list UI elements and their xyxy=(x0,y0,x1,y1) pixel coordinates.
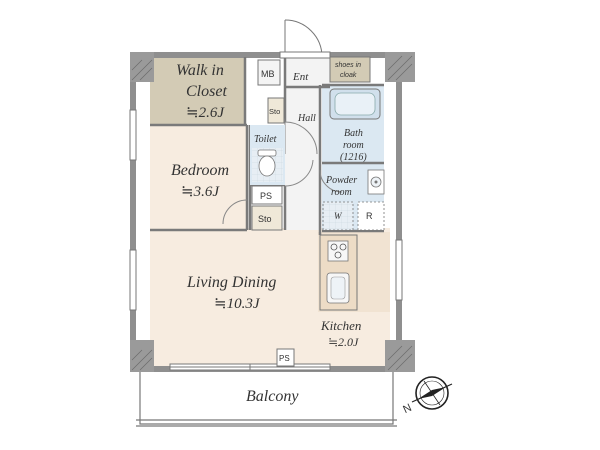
bedroom-label: Bedroom xyxy=(171,162,229,179)
bedroom-area: ≒3.6J xyxy=(181,184,220,200)
ps-bedroom-box xyxy=(251,185,283,205)
kitchen-label: Kitchen xyxy=(320,318,361,333)
shoes-label-line2: cloak xyxy=(340,72,357,79)
ps-living-box xyxy=(276,348,295,367)
mb-label: MB xyxy=(261,69,275,79)
entrance-door[interactable] xyxy=(279,19,331,59)
walk-in-closet-floor xyxy=(150,57,245,125)
bath-label-line2: room xyxy=(343,140,364,151)
compass-icon xyxy=(411,376,453,410)
bath-label-line1: Bath xyxy=(344,128,363,139)
stove-icon xyxy=(327,240,349,262)
bedroom-floor xyxy=(150,125,247,230)
living-dining-area: ≒10.3J xyxy=(214,296,261,312)
balcony-outline xyxy=(136,372,397,427)
living-dining-label: Living Dining xyxy=(186,274,276,291)
walk-in-closet-label-line1: Walk in xyxy=(176,62,224,79)
walk-in-closet-label-line2: Closet xyxy=(186,83,227,100)
toilet-icon xyxy=(257,149,277,177)
walk-in-closet-area: ≒2.6J xyxy=(186,105,225,121)
sto-hall-label: Sto xyxy=(269,107,280,116)
hall-label: Hall xyxy=(297,113,316,124)
bathtub-icon xyxy=(329,88,381,120)
entrance-label: Ent xyxy=(292,71,309,83)
fridge-label: R xyxy=(366,211,373,221)
ps-living-label: PS xyxy=(279,354,290,363)
powder-label-line1: Powder xyxy=(325,175,357,186)
sto-bedroom-label: Sto xyxy=(258,214,272,224)
kitchen-sink-icon xyxy=(326,272,350,304)
sto-bedroom-box xyxy=(251,205,283,231)
washer-label: W xyxy=(334,211,343,221)
shoes-label-line1: shoes in xyxy=(335,62,361,69)
toilet-label: Toilet xyxy=(254,134,277,145)
kitchen-area: ≒2.0J xyxy=(328,335,359,349)
mb-box xyxy=(257,59,281,86)
living-dining-floor-lower xyxy=(150,340,390,368)
shoes-cloak-box xyxy=(329,56,371,83)
washer-box xyxy=(322,201,354,231)
bath-label-line3: (1216) xyxy=(340,152,367,163)
sto-hall-box xyxy=(267,97,285,124)
sink-icon xyxy=(367,169,385,195)
powder-label-line2: room xyxy=(331,187,352,198)
fridge-box xyxy=(357,201,385,231)
entrance-floor xyxy=(285,57,330,87)
column-hatching xyxy=(131,55,413,371)
compass-north-label: N xyxy=(401,402,413,416)
balcony-label: Balcony xyxy=(246,388,299,405)
ps-bedroom-label: PS xyxy=(260,191,272,201)
hall-floor xyxy=(285,85,320,230)
